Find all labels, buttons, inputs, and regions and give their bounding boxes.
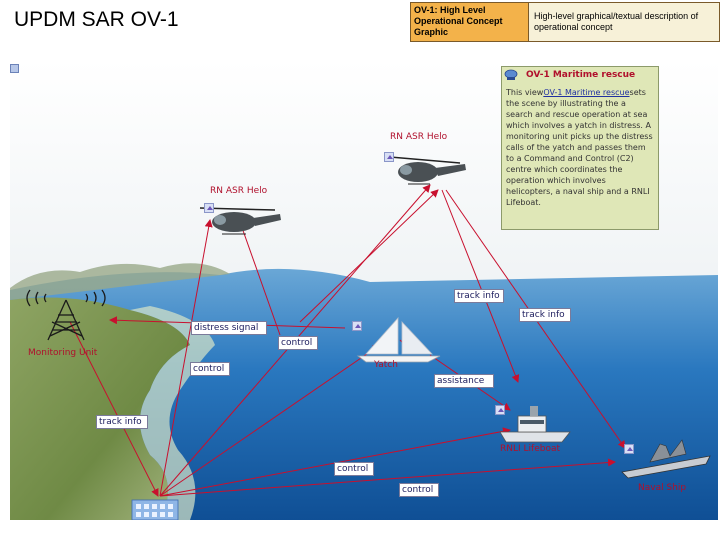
node-label-helo-left: RN ASR Helo <box>210 186 268 196</box>
lifeboat-icon <box>499 406 571 443</box>
flow-label-control-left[interactable]: control <box>190 362 230 376</box>
legend-key: OV-1: High Level Operational Concept Gra… <box>411 3 529 41</box>
legend-value: High-level graphical/textual description… <box>534 11 699 32</box>
note-link[interactable]: OV-1 Maritime rescue <box>543 88 630 97</box>
node-label-lifeboat: RNLI Lifeboat <box>500 444 560 454</box>
scene-corner-marker[interactable] <box>10 64 19 73</box>
tower-icon <box>26 289 106 341</box>
c2-centre-building-icon <box>131 499 179 520</box>
flow-label-control-bottom[interactable]: control <box>334 462 374 476</box>
flow-label-track-info-lower[interactable]: track info <box>96 415 148 429</box>
node-label-yacht: Yatch <box>374 360 398 370</box>
flow-label-control-lowest[interactable]: control <box>399 483 439 497</box>
legend-table: OV-1: High Level Operational Concept Gra… <box>410 2 720 42</box>
note-title: OV-1 Maritime rescue <box>526 70 636 80</box>
node-marker-helo-left[interactable] <box>204 203 214 213</box>
helicopter-top-icon <box>389 156 466 185</box>
helicopter-left-icon <box>199 207 281 235</box>
flow-label-control-center[interactable]: control <box>278 336 318 350</box>
node-marker-naval-ship[interactable] <box>624 444 634 454</box>
note-text-after: sets the scene by illustrating the a sea… <box>506 88 653 207</box>
note-text-before: This view <box>506 88 544 97</box>
node-label-helo-top: RN ASR Helo <box>390 132 448 142</box>
node-marker-helo-top[interactable] <box>384 152 394 162</box>
distant-hills <box>10 263 230 300</box>
description-note: OV-1 Maritime rescue This viewOV-1 Marit… <box>501 66 659 230</box>
flow-label-assistance[interactable]: assistance <box>434 374 494 388</box>
slide-title: UPDM SAR OV-1 <box>14 8 179 31</box>
yacht-icon <box>356 316 441 363</box>
naval-ship-icon <box>621 439 711 479</box>
coastline <box>10 297 190 520</box>
flow-label-distress-signal[interactable]: distress signal <box>191 321 267 335</box>
flow-label-track-info-upper[interactable]: track info <box>454 289 504 303</box>
node-marker-lifeboat[interactable] <box>495 405 505 415</box>
surf <box>130 306 215 520</box>
ov1-scene: OV-1 Maritime rescue This viewOV-1 Marit… <box>10 60 718 520</box>
node-marker-yacht[interactable] <box>352 321 362 331</box>
flow-label-track-info-right[interactable]: track info <box>519 308 571 322</box>
node-label-naval-ship: Naval Ship <box>638 483 687 493</box>
note-diagram-icon <box>504 69 518 80</box>
node-label-monitoring-unit: Monitoring Unit <box>28 348 98 358</box>
